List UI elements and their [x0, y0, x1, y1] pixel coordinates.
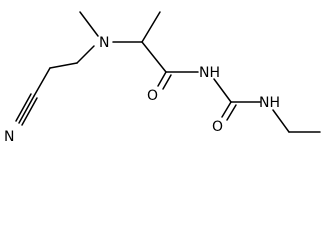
bond-amide-co-1	[157, 71, 167, 87]
bond-methyl-amine	[79, 11, 99, 37]
molecule-diagram: N N NH O O NH	[4, 11, 321, 145]
bond-nitrile-triple-3	[15, 93, 32, 122]
atom-n-nitrile: N	[4, 129, 14, 145]
bond-nh-ethyl-ch2	[272, 109, 290, 133]
bond-ch-carbonyl	[141, 41, 167, 73]
atom-nh-urea: NH	[259, 95, 280, 111]
bond-urea-co-1	[221, 101, 232, 118]
bond-imide-urea-c	[213, 78, 232, 103]
atom-nh-imide: NH	[199, 65, 220, 81]
bond-ch-methyl	[141, 11, 161, 43]
bond-amine-ch2	[76, 45, 95, 64]
bond-nitrile-triple-2	[21, 97, 38, 126]
bond-nitrile-triple-1	[18, 95, 35, 124]
bond-amide-co-2	[162, 74, 172, 90]
atom-label-layer: N N NH O O NH	[4, 35, 280, 145]
bond-ch2-nitrile-c	[33, 67, 51, 97]
bond-ch2-ch2	[49, 62, 78, 69]
bond-layer	[15, 11, 321, 133]
atom-n-amine: N	[99, 35, 109, 51]
atom-o-urea: O	[212, 119, 223, 135]
bond-urea-co-2	[226, 104, 237, 121]
atom-o-amide: O	[147, 88, 158, 104]
